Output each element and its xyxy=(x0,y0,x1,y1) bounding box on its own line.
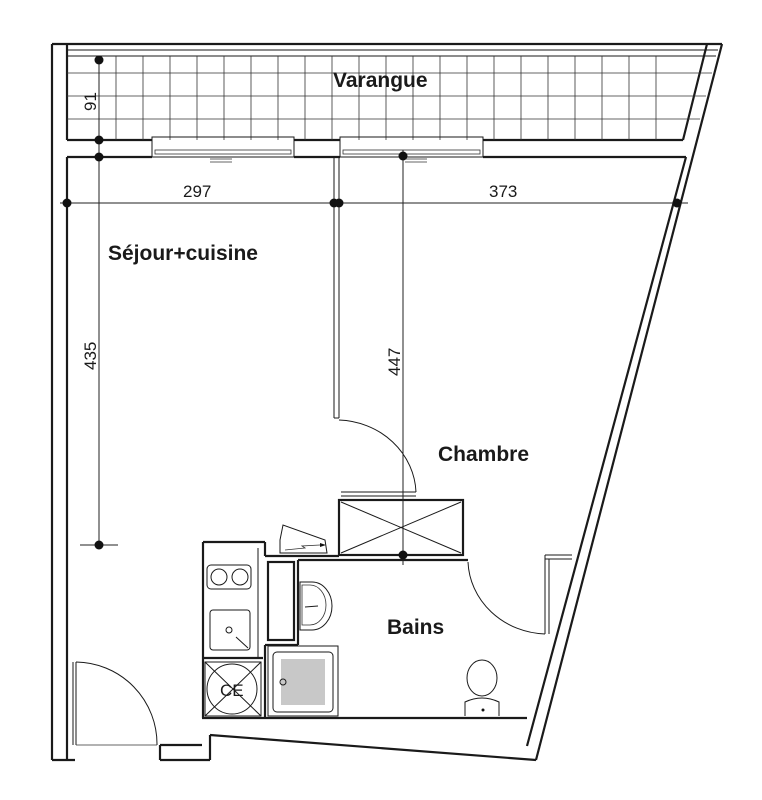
dimension-lines xyxy=(60,55,688,565)
sliding-window-chambre xyxy=(339,136,484,163)
kitchenette xyxy=(203,548,263,660)
varangue-tiles xyxy=(67,56,712,140)
dimension-sejour-width: 297 xyxy=(183,182,211,201)
dimension-chambre-depth: 447 xyxy=(385,348,404,376)
partition-wall xyxy=(333,157,417,497)
washbasin xyxy=(266,560,333,642)
room-label-chambre: Chambre xyxy=(438,443,529,466)
ce-label: CE xyxy=(220,681,244,700)
sliding-window-sejour xyxy=(151,136,295,163)
toilet xyxy=(464,659,500,716)
closet xyxy=(337,498,465,557)
room-label-varangue: Varangue xyxy=(333,69,428,92)
dimension-varangue-depth: 91 xyxy=(81,92,100,111)
bathroom-walls xyxy=(201,540,572,718)
shower-tray xyxy=(267,645,339,717)
dimension-sejour-depth: 435 xyxy=(81,342,100,370)
electrical-panel xyxy=(279,524,328,554)
dimension-chambre-width: 373 xyxy=(489,182,517,201)
room-label-bains: Bains xyxy=(387,616,444,639)
exterior-walls xyxy=(50,42,724,762)
entrance-door xyxy=(72,661,158,746)
water-heater xyxy=(204,661,262,717)
room-label-sejour: Séjour+cuisine xyxy=(108,242,258,265)
